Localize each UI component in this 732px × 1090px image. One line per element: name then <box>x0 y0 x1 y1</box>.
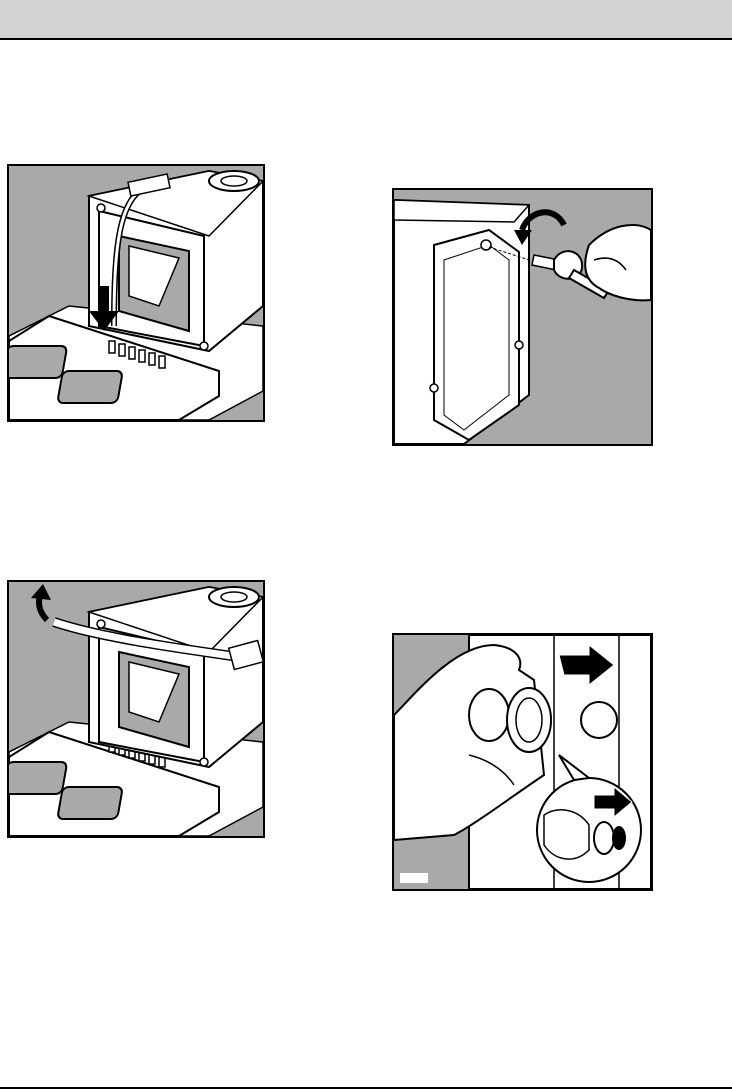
figure-2-drawing <box>394 190 651 444</box>
figure-4-fit-caps <box>392 633 653 891</box>
figure-2-remove-bolt <box>392 188 653 446</box>
figure-1-strap-down <box>7 164 265 422</box>
figure-3-drawing <box>9 582 263 836</box>
figure-4-drawing <box>394 635 651 889</box>
header-bar <box>0 0 732 40</box>
footer-rule <box>0 1087 732 1089</box>
figure-4-label <box>400 873 428 883</box>
figure-1-drawing <box>9 166 263 420</box>
figure-1-label <box>15 404 43 414</box>
figure-3-strap-up <box>7 580 265 838</box>
figure-3-label <box>15 820 43 830</box>
figure-2-label <box>400 428 428 438</box>
